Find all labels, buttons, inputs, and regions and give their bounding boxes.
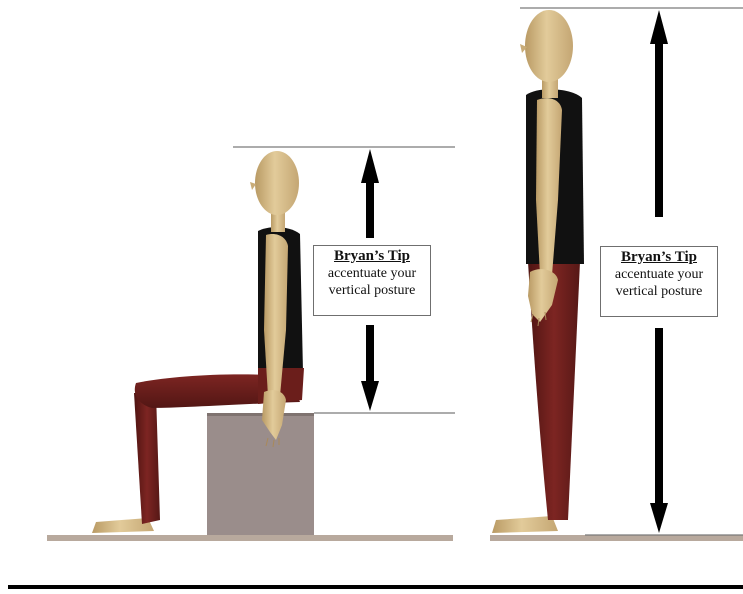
tip-box-standing: Bryan’s Tip accentuate your vertical pos… (600, 246, 718, 317)
seated-scene (47, 147, 455, 541)
tip-line2-standing: vertical posture (603, 283, 715, 300)
tip-box-seated: Bryan’s Tip accentuate your vertical pos… (313, 245, 431, 316)
standing-figure (492, 10, 584, 533)
floor-seated (47, 535, 453, 541)
bottom-rule (8, 585, 743, 589)
tip-line1-standing: accentuate your (603, 266, 715, 283)
stool-box-top-edge (207, 413, 314, 416)
tip-title-standing: Bryan’s Tip (603, 249, 715, 266)
stool-box (207, 413, 314, 535)
tip-title-seated: Bryan’s Tip (316, 248, 428, 265)
tip-line2-seated: vertical posture (316, 282, 428, 299)
floor-standing (490, 535, 743, 541)
tip-line1-seated: accentuate your (316, 265, 428, 282)
